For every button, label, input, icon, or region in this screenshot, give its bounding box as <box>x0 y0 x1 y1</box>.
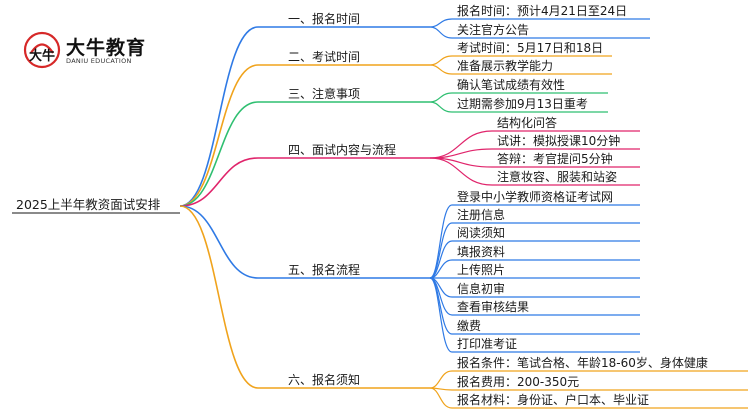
leaf-text: 上传照片 <box>457 263 506 277</box>
branch-interview-content: 四、面试内容与流程 <box>288 143 397 157</box>
branch-registration-notice: 六、报名须知 <box>288 373 361 387</box>
logo-subtitle: DANIU EDUCATION <box>66 57 132 65</box>
leaf-connector <box>429 130 493 159</box>
leaf-connector <box>429 64 453 75</box>
leaf-text: 注册信息 <box>457 208 506 222</box>
branch-notes: 三、注意事项 <box>288 87 361 101</box>
leaf-text: 报名时间：预计4月21日至24日 <box>457 4 628 18</box>
daniu-logo-icon: 大牛 <box>23 31 61 69</box>
leaf-connector <box>429 26 453 39</box>
leaf-connector <box>429 277 453 335</box>
leaf-text: 报名费用：200-350元 <box>457 375 580 389</box>
leaf-text: 阅读须知 <box>457 226 506 240</box>
leaf-text: 缴费 <box>457 319 482 333</box>
leaf-connector <box>429 370 453 389</box>
leaf-connector <box>429 277 453 353</box>
leaf-connector <box>429 222 453 279</box>
root-topic: 2025上半年教资面试安排 <box>16 197 161 212</box>
leaf-text: 信息初审 <box>457 282 506 296</box>
leaf-connector <box>429 157 493 186</box>
branch-connector <box>179 205 259 389</box>
logo: 大牛 大牛教育 DANIU EDUCATION <box>22 30 152 70</box>
leaf-connector <box>429 18 453 28</box>
leaf-connector <box>429 387 453 409</box>
leaf-text: 关注官方公告 <box>457 23 530 37</box>
leaf-text: 过期需参加9月13日重考 <box>457 97 588 111</box>
leaf-text: 查看审核结果 <box>457 300 530 314</box>
leaf-text: 打印准考证 <box>457 337 518 351</box>
branch-registration-time: 一、报名时间 <box>288 12 361 26</box>
leaf-text: 报名条件：笔试合格、年龄18-60岁、身体健康 <box>457 356 708 370</box>
leaf-text: 答辩：考官提问5分钟 <box>497 152 613 166</box>
leaf-connector <box>429 240 453 279</box>
branch-registration-process: 五、报名流程 <box>288 263 361 277</box>
branch-connector <box>179 157 259 207</box>
branch-connector <box>179 26 259 207</box>
leaf-text: 准备展示教学能力 <box>457 59 554 73</box>
leaf-text: 考试时间：5月17日和18日 <box>457 41 604 55</box>
leaf-connector <box>429 55 453 66</box>
leaf-text: 确认笔试成绩有效性 <box>457 78 566 92</box>
leaf-text: 结构化问答 <box>497 116 558 130</box>
leaf-text: 注意妆容、服装和站姿 <box>497 170 618 184</box>
leaf-text: 试讲：模拟授课10分钟 <box>497 134 621 148</box>
branch-connector <box>179 101 259 207</box>
branch-connector <box>179 64 259 207</box>
leaf-text: 填报资料 <box>457 245 506 259</box>
leaf-connector <box>429 101 453 113</box>
leaf-text: 报名材料：身份证、户口本、毕业证 <box>457 393 650 407</box>
leaf-connector <box>429 92 453 103</box>
leaf-text: 登录中小学教师资格证考试网 <box>457 190 614 204</box>
branch-connector <box>179 205 259 279</box>
branch-exam-time: 二、考试时间 <box>288 50 361 64</box>
logo-title: 大牛教育 <box>66 37 147 59</box>
logo-mark-text: 大牛 <box>29 48 55 64</box>
